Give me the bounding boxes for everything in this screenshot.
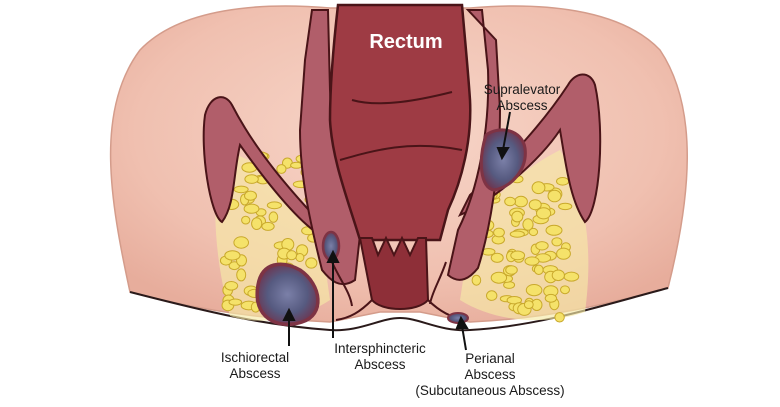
- rectum-label: Rectum: [369, 31, 443, 53]
- intersphincteric-abscess-label: Intersphincteric Abscess: [320, 341, 440, 373]
- fat-globule: [266, 201, 282, 210]
- fat-globule: [531, 181, 546, 195]
- fat-globule: [224, 250, 241, 261]
- supralevator-arrowhead: [496, 147, 510, 161]
- perianal-fold-left: [331, 261, 353, 307]
- fat-globule: [241, 215, 251, 225]
- fat-globule: [528, 227, 539, 237]
- supralevator-pointer: [502, 111, 511, 151]
- fat-globule: [544, 293, 558, 303]
- left-levator-muscle: [202, 96, 327, 241]
- perianal-label-line3: (Subcutaneous Abscess): [415, 383, 565, 398]
- fat-globule: [486, 290, 498, 301]
- fat-globule: [533, 264, 544, 275]
- fat-globule: [528, 199, 542, 211]
- ischiorectal-label-line2: Abscess: [229, 366, 281, 381]
- rectal-fold: [351, 91, 453, 105]
- fat-globule: [510, 250, 526, 261]
- fat-globule: [244, 190, 257, 201]
- fat-globule: [545, 224, 563, 236]
- fat-globule: [556, 247, 571, 260]
- anal-canal: [358, 235, 430, 310]
- supralevator-abscess-label: Supralevator Abscess: [462, 82, 582, 114]
- ischiorectal-arrowhead: [282, 307, 296, 321]
- fat-globule: [504, 196, 517, 207]
- supralevator-label-line1: Supralevator: [483, 82, 561, 97]
- fat-globule: [276, 164, 287, 174]
- fat-globule: [471, 274, 482, 286]
- fat-globule: [493, 227, 505, 238]
- fat-globule: [522, 218, 534, 231]
- fat-globule: [295, 253, 305, 262]
- perianal-arrowhead: [455, 315, 469, 329]
- fat-globule: [511, 210, 524, 223]
- intersphincteric-label-line2: Abscess: [354, 357, 406, 372]
- fat-globule: [305, 257, 318, 269]
- fat-globule: [551, 237, 563, 247]
- perianal-label-line1: Perianal: [465, 351, 515, 366]
- intersphincteric-label-line1: Intersphincteric: [334, 341, 426, 356]
- pointer-arrows: [282, 111, 511, 351]
- perianal-abscess: [447, 312, 469, 324]
- fat-globule: [509, 230, 525, 238]
- ischiorectal-abscess: [255, 262, 320, 327]
- perianal-fold-right: [429, 261, 447, 305]
- fat-globule: [261, 221, 275, 231]
- fat-globule: [558, 202, 573, 211]
- fat-globule: [514, 195, 528, 208]
- fat-globule: [243, 203, 260, 214]
- rectal-fold: [339, 144, 463, 161]
- fat-globule: [290, 161, 303, 169]
- fat-globule: [244, 174, 259, 184]
- fat-globule: [523, 300, 534, 310]
- ischiorectal-label-line1: Ischiorectal: [220, 350, 290, 365]
- fat-globule: [547, 189, 562, 203]
- perianal-label-line2: Abscess: [464, 367, 516, 382]
- perianal-pointer: [461, 325, 467, 351]
- fat-globule: [251, 217, 263, 231]
- fat-globule: [560, 285, 570, 295]
- intersphincteric-arrowhead: [326, 249, 340, 263]
- supralevator-abscess: [479, 128, 527, 192]
- fat-globule: [535, 241, 549, 251]
- fat-globule: [233, 236, 249, 249]
- fat-globule: [554, 312, 565, 323]
- fat-globule: [228, 298, 243, 306]
- fat-globule: [236, 268, 247, 282]
- fat-globule: [233, 185, 249, 194]
- fat-globule: [524, 256, 540, 266]
- fat-globule: [536, 207, 552, 220]
- fat-globule: [506, 296, 522, 305]
- fat-globule: [556, 177, 570, 186]
- fat-globule: [490, 271, 508, 284]
- fat-globule: [551, 269, 565, 282]
- ischiorectal-abscess-label: Ischiorectal Abscess: [200, 350, 310, 382]
- supralevator-label-line2: Abscess: [496, 98, 548, 113]
- fat-globule: [268, 211, 279, 223]
- fat-globule: [525, 284, 543, 297]
- fat-globule: [286, 250, 298, 261]
- fat-globule: [505, 265, 518, 275]
- fat-globule: [563, 271, 580, 282]
- fat-globule: [224, 281, 239, 291]
- perianal-abscess-label: Perianal Abscess (Subcutaneous Abscess): [405, 351, 575, 399]
- fat-globule: [490, 252, 504, 263]
